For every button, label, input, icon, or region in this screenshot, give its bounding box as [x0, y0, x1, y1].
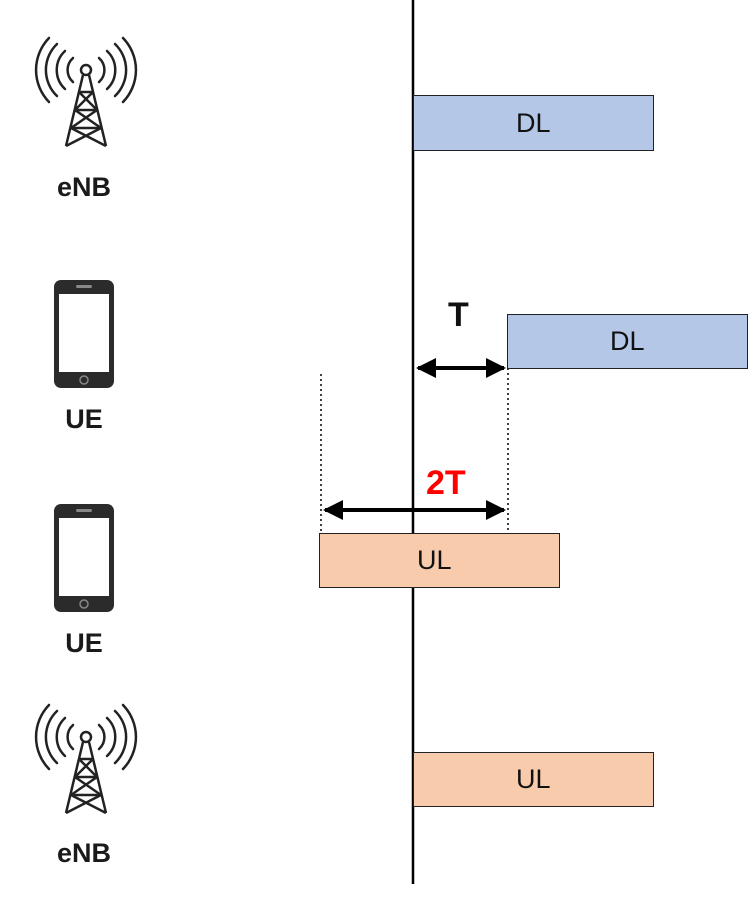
slot-label: UL: [516, 764, 551, 794]
tower-icon: [34, 703, 138, 815]
tower-icon: [34, 36, 138, 148]
propagation-delay-label: T: [448, 296, 469, 334]
dl-slot-enb: DL: [413, 95, 654, 151]
slot-label: DL: [516, 107, 551, 138]
slot-label: DL: [610, 326, 645, 356]
ul-slot-enb: UL: [413, 752, 654, 807]
phone-icon: [54, 280, 114, 388]
timing-advance-label: 2T: [426, 464, 466, 502]
ul-slot-ue: UL: [319, 533, 560, 588]
slot-label: UL: [417, 545, 452, 575]
node-label-enb-bottom: eNB: [56, 838, 111, 868]
node-label-enb-top: eNB: [56, 172, 111, 202]
phone-icon: [54, 504, 114, 612]
dl-slot-ue: DL: [507, 314, 748, 369]
node-label-ue-dl: UE: [65, 404, 103, 434]
node-label-ue-ul: UE: [65, 628, 103, 658]
